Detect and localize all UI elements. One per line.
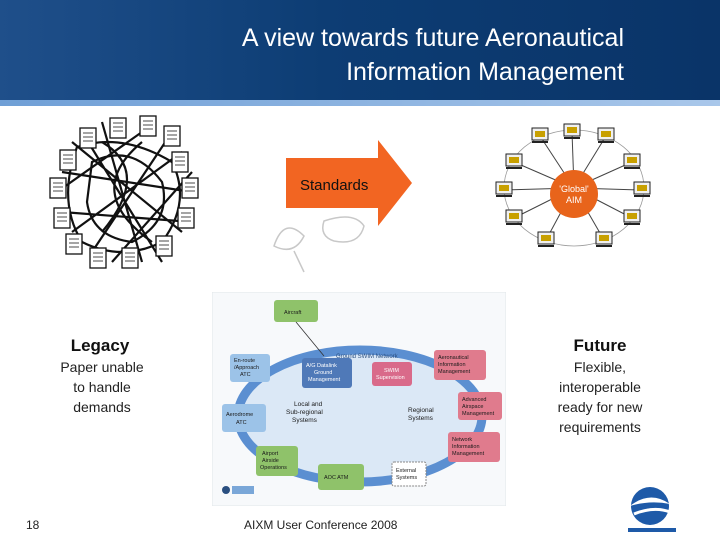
aircraft-link xyxy=(295,321,325,357)
node-ag-datalink xyxy=(302,358,352,388)
svg-text:ATC: ATC xyxy=(240,372,251,378)
sesar-logo-mark xyxy=(222,486,254,494)
node-aoc-atm xyxy=(318,464,364,490)
svg-text:Systems: Systems xyxy=(396,475,417,481)
svg-text:Aeronautical: Aeronautical xyxy=(438,355,469,361)
page-title-line2: Information Management xyxy=(346,58,624,86)
node-advanced-airspace xyxy=(458,392,502,420)
global-aim-label: 'Global' AIM xyxy=(559,184,589,205)
svg-text:Supervision: Supervision xyxy=(376,375,405,381)
swim-architecture-diagram: Ground SWIM Network Aircraft En-route /A… xyxy=(212,292,506,506)
global-aim-network xyxy=(495,123,651,247)
svg-text:Aircraft: Aircraft xyxy=(284,310,302,316)
standards-arrow xyxy=(286,140,412,226)
node-network-info xyxy=(448,432,500,462)
svg-text:Aerodrome: Aerodrome xyxy=(226,412,253,418)
svg-text:Management: Management xyxy=(438,369,471,375)
svg-text:Ground: Ground xyxy=(314,370,332,376)
page-number: 18 xyxy=(26,518,40,532)
svg-text:/Approach: /Approach xyxy=(234,365,259,371)
svg-text:Systems: Systems xyxy=(292,417,318,424)
svg-text:En-route: En-route xyxy=(234,358,255,364)
future-description: Flexible, interoperable ready for new re… xyxy=(557,359,643,435)
svg-text:Information: Information xyxy=(452,444,480,450)
svg-text:External: External xyxy=(396,468,416,474)
node-aircraft xyxy=(274,300,318,322)
node-enroute xyxy=(230,354,270,382)
svg-text:Management: Management xyxy=(462,411,495,417)
legacy-description: Paper unable to handle demands xyxy=(60,359,144,415)
node-swim-supervision xyxy=(372,362,412,386)
svg-text:Local and: Local and xyxy=(294,401,323,408)
svg-text:Information: Information xyxy=(438,362,466,368)
node-aerodrome xyxy=(222,404,266,432)
legacy-title: Legacy xyxy=(70,336,130,355)
svg-text:Management: Management xyxy=(452,451,485,457)
svg-text:Airside: Airside xyxy=(262,458,279,464)
svg-text:ATC: ATC xyxy=(236,420,247,426)
global-aim-globe xyxy=(550,170,598,218)
svg-text:Airspace: Airspace xyxy=(462,404,483,410)
legacy-paper-web-icon xyxy=(49,115,199,269)
node-aeronautical-info xyxy=(434,350,486,380)
svg-text:AOC ATM: AOC ATM xyxy=(324,475,349,481)
svg-text:Advanced: Advanced xyxy=(462,397,486,403)
svg-text:Airport: Airport xyxy=(262,451,279,457)
header-stripe xyxy=(0,100,720,106)
eurocontrol-logo xyxy=(628,487,676,532)
svg-text:A/G Datalink: A/G Datalink xyxy=(306,363,337,369)
ring-label: Ground SWIM Network xyxy=(336,354,399,360)
conference-name: AIXM User Conference 2008 xyxy=(244,518,398,532)
faded-sketch xyxy=(273,216,365,273)
svg-text:SWIM: SWIM xyxy=(384,368,399,374)
standards-label: Standards xyxy=(300,177,369,194)
svg-text:Network: Network xyxy=(452,437,472,443)
svg-text:Management: Management xyxy=(308,377,341,383)
page-title-line1: A view towards future Aeronautical xyxy=(241,24,624,52)
future-title: Future xyxy=(573,336,627,355)
svg-text:Operations: Operations xyxy=(260,465,287,471)
svg-text:Regional: Regional xyxy=(408,407,434,414)
header-band xyxy=(0,0,720,102)
node-airport-airside xyxy=(256,446,298,476)
svg-text:Systems: Systems xyxy=(408,415,434,422)
node-external-systems xyxy=(391,461,427,487)
svg-text:Sub-regional: Sub-regional xyxy=(286,409,323,416)
